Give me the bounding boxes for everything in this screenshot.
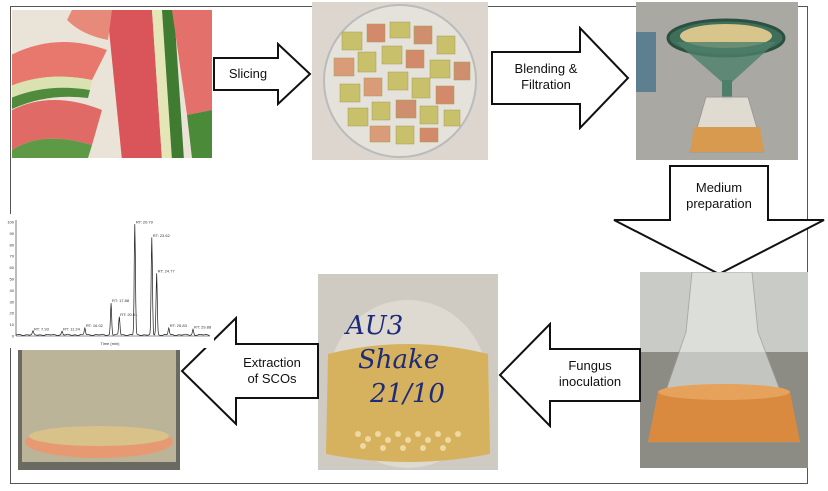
blending-filtration-arrow: Blending & Filtration (490, 26, 630, 130)
extraction-arrow: Extraction of SCOs (180, 316, 320, 426)
blending-label-line2: Filtration (521, 77, 571, 92)
y-tick-label: 20 (10, 311, 15, 316)
peak-label: RT: 11.24 (63, 327, 81, 332)
medium-flask-photo (640, 272, 808, 468)
y-tick-label: 30 (10, 299, 15, 304)
y-tick-label: 100 (7, 220, 14, 225)
y-tick-label: 50 (10, 277, 15, 282)
peak-label: RT: 24.77 (158, 268, 176, 273)
peak-label: RT: 20.79 (136, 219, 154, 224)
medium-label-line2: preparation (686, 196, 752, 211)
oil-extract-photo (18, 350, 180, 470)
y-tick-label: 80 (10, 242, 15, 247)
y-tick-label: 10 (10, 322, 15, 327)
fungus-label-line2: inoculation (558, 374, 622, 389)
y-tick-label: 60 (10, 265, 15, 270)
fungus-label-line1: Fungus (568, 358, 612, 373)
peak-label: RT: 16.02 (86, 323, 104, 328)
extraction-label-line2: of SCOs (247, 371, 297, 386)
chromatogram-xlabel: Time (min) (101, 341, 121, 346)
rind-cubes-photo (312, 2, 488, 160)
extraction-label: Extraction of SCOs (226, 355, 318, 387)
blending-label-line1: Blending & (514, 61, 578, 76)
chromatogram: 0 10 20 30 40 50 60 70 80 90 100 RT: 7.93 RT: 11.24… (2, 214, 214, 348)
blending-label: Blending & Filtration (498, 61, 594, 93)
slicing-label: Slicing (228, 66, 268, 81)
fungus-inoculation-arrow: Fungus inoculation (498, 322, 642, 428)
medium-label-line1: Medium (695, 180, 743, 195)
peak-label: RT: 20.61 (120, 312, 138, 317)
y-tick-label: 90 (10, 231, 15, 236)
peak-label: RT: 29.88 (194, 324, 212, 329)
peak-label: RT: 7.93 (34, 327, 50, 332)
medium-label: Medium preparation (670, 180, 768, 212)
watermelon-rind-photo (12, 10, 212, 158)
peak-label: RT: 25.83 (170, 323, 188, 328)
filtration-funnel-photo (636, 2, 798, 160)
peak-label: RT: 17.88 (112, 298, 130, 303)
peak-label: RT: 23.62 (153, 233, 171, 238)
extraction-label-line1: Extraction (243, 355, 301, 370)
y-tick-label: 70 (10, 254, 15, 259)
y-tick-label: 40 (10, 288, 15, 293)
y-tick-label: 0 (12, 334, 15, 339)
medium-preparation-arrow: Medium preparation (612, 164, 826, 276)
slicing-arrow: Slicing (212, 42, 312, 106)
fungus-label: Fungus inoculation (542, 358, 638, 390)
